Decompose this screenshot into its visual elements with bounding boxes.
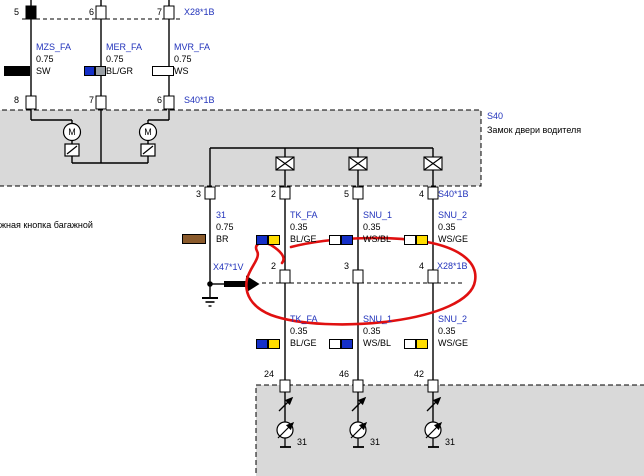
pin-number: 5 bbox=[14, 7, 20, 17]
module-description: Замок двери водителя bbox=[487, 125, 582, 135]
contact-symbol bbox=[275, 156, 443, 171]
color-swatch bbox=[4, 66, 30, 76]
ground-terminal-symbol bbox=[280, 438, 439, 448]
ground-terminal-label: 31 bbox=[297, 437, 308, 447]
pin-number: 46 bbox=[339, 369, 350, 379]
color-swatch bbox=[329, 235, 341, 245]
driver-switch-arrow bbox=[277, 421, 443, 439]
color-swatch bbox=[256, 235, 268, 245]
color-swatch bbox=[416, 339, 428, 349]
wire-size-label: 0.35 bbox=[438, 326, 456, 336]
ground-terminal-label: 31 bbox=[445, 437, 456, 447]
wire-name-label: SNU_2 bbox=[438, 314, 468, 324]
color-swatch bbox=[404, 339, 416, 349]
wire-color-label: BL/GE bbox=[290, 338, 317, 348]
wire-size-label: 0.35 bbox=[438, 222, 456, 232]
pin-number: 24 bbox=[264, 369, 275, 379]
connector-label: S40*1B bbox=[184, 95, 215, 105]
wire-size-label: 0.35 bbox=[363, 326, 381, 336]
pin-number: 7 bbox=[89, 95, 95, 105]
wire-size-label: 0.35 bbox=[290, 326, 308, 336]
color-swatch bbox=[182, 234, 206, 244]
ground-symbol bbox=[202, 297, 218, 307]
wire-color-label: BL/GR bbox=[106, 66, 134, 76]
pin-number: 2 bbox=[271, 261, 277, 271]
output-module-box bbox=[255, 384, 644, 476]
pin-number: 6 bbox=[89, 7, 95, 17]
wire-name-label: SNU_1 bbox=[363, 210, 393, 220]
pin-number: 2 bbox=[271, 189, 277, 199]
continuation-arrow-icon bbox=[278, 396, 442, 412]
pin-number: 8 bbox=[14, 95, 20, 105]
wire-color-label: WS/GE bbox=[438, 234, 469, 244]
motor-symbol bbox=[62, 122, 158, 157]
wire-name-label: MVR_FA bbox=[174, 42, 211, 52]
pin-number: 3 bbox=[196, 189, 202, 199]
module-id: S40 bbox=[487, 111, 504, 121]
color-swatch bbox=[95, 66, 106, 76]
motor-letter: M bbox=[68, 127, 76, 137]
module-description: жная кнопка багажной bbox=[0, 220, 93, 230]
wire-color-label: WS/BL bbox=[363, 234, 392, 244]
wire-color-label: SW bbox=[36, 66, 51, 76]
wire-lines bbox=[30, 0, 434, 422]
wire-color-label: WS/BL bbox=[363, 338, 392, 348]
color-swatch bbox=[416, 235, 428, 245]
pin-number: 42 bbox=[414, 369, 425, 379]
wire-color-label: BR bbox=[216, 234, 229, 244]
pin-number: 3 bbox=[344, 261, 350, 271]
wire-name-label: MZS_FA bbox=[36, 42, 72, 52]
connector-label: X28*1B bbox=[184, 7, 215, 17]
connector-label: X47*1V bbox=[213, 262, 244, 272]
wire-name-label: SNU_2 bbox=[438, 210, 468, 220]
wire-name-label: 31 bbox=[216, 210, 227, 220]
connector-label: S40*1B bbox=[438, 189, 469, 199]
wire-size-label: 0.75 bbox=[174, 54, 192, 64]
ground-terminal-label: 31 bbox=[370, 437, 381, 447]
color-swatch bbox=[256, 339, 268, 349]
color-swatch bbox=[268, 339, 280, 349]
color-swatch bbox=[268, 235, 280, 245]
color-swatch bbox=[152, 66, 174, 76]
wire-size-label: 0.75 bbox=[106, 54, 124, 64]
wire-name-label: SNU_1 bbox=[363, 314, 393, 324]
pin-number: 4 bbox=[419, 189, 425, 199]
color-swatch bbox=[329, 339, 341, 349]
pin-number: 7 bbox=[157, 7, 163, 17]
wire-size-label: 0.75 bbox=[216, 222, 234, 232]
wire-size-label: 0.35 bbox=[290, 222, 308, 232]
connector-label: X28*1B bbox=[437, 261, 468, 271]
wire-size-label: 0.35 bbox=[363, 222, 381, 232]
pin-number: 4 bbox=[419, 261, 425, 271]
wire-name-label: TK_FA bbox=[290, 314, 318, 324]
color-swatch bbox=[341, 339, 353, 349]
pin-number: 6 bbox=[157, 95, 163, 105]
wire-color-label: WS/GE bbox=[438, 338, 469, 348]
wire-name-label: TK_FA bbox=[290, 210, 318, 220]
wire-size-label: 0.75 bbox=[36, 54, 54, 64]
motor-letter: M bbox=[144, 127, 152, 137]
color-swatch bbox=[404, 235, 416, 245]
wire-name-label: MER_FA bbox=[106, 42, 143, 52]
x47-arrow-icon bbox=[207, 275, 260, 293]
color-swatch bbox=[341, 235, 353, 245]
color-swatch bbox=[84, 66, 95, 76]
pin-box bbox=[25, 5, 439, 393]
wire-color-label: BL/GE bbox=[290, 234, 317, 244]
wire-color-label: WS bbox=[174, 66, 189, 76]
pin-number: 5 bbox=[344, 189, 350, 199]
